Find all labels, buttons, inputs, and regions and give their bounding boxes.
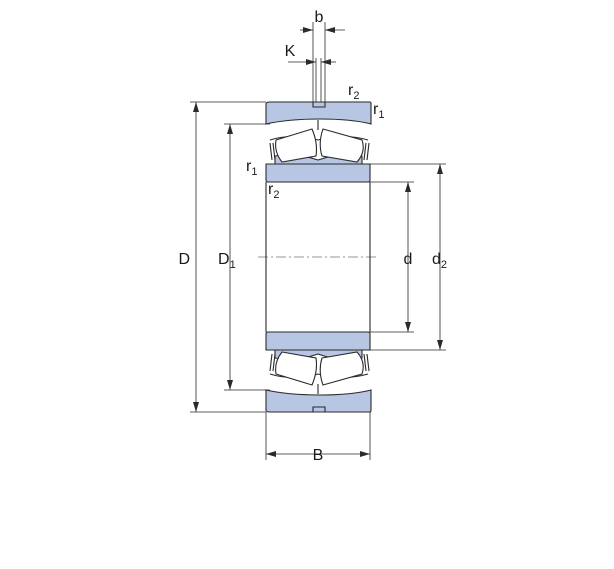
- dimension-B: [265, 412, 371, 460]
- label-r2-left: r2: [268, 181, 279, 201]
- label-r2-top: r2: [348, 82, 359, 102]
- lubrication-groove-bottom: [312, 406, 326, 412]
- dimension-d: [370, 181, 414, 333]
- cage-bar-left-bottom: [269, 353, 276, 372]
- dimension-K: [288, 58, 336, 102]
- label-B: B: [313, 447, 324, 464]
- label-D1: D1: [218, 251, 236, 271]
- roller-right-top: [319, 128, 364, 163]
- label-r1-top: r1: [373, 101, 384, 121]
- cage-bar-right-top: [363, 142, 370, 161]
- label-D: D: [178, 251, 190, 268]
- bottom-section: [265, 331, 372, 413]
- label-K: K: [285, 43, 296, 60]
- roller-right-bottom: [319, 351, 364, 386]
- dimension-D: [190, 101, 266, 413]
- label-d2: d2: [432, 251, 447, 271]
- dimension-D1: [224, 123, 270, 391]
- outer-ring-top: [265, 101, 372, 125]
- dimension-d2: [362, 163, 446, 351]
- top-section: [265, 101, 372, 183]
- cage-bar-right-bottom: [363, 353, 370, 372]
- roller-left-top: [275, 128, 318, 163]
- outer-ring-bottom: [265, 389, 372, 413]
- label-b: b: [315, 9, 324, 26]
- roller-left-bottom: [275, 351, 318, 386]
- cage-bar-left-top: [269, 142, 276, 161]
- lubrication-groove-top: [312, 102, 326, 108]
- label-d: d: [404, 251, 413, 268]
- inner-ring-top: [265, 163, 371, 183]
- inner-ring-bottom: [265, 331, 371, 351]
- label-r1-left: r1: [246, 158, 257, 178]
